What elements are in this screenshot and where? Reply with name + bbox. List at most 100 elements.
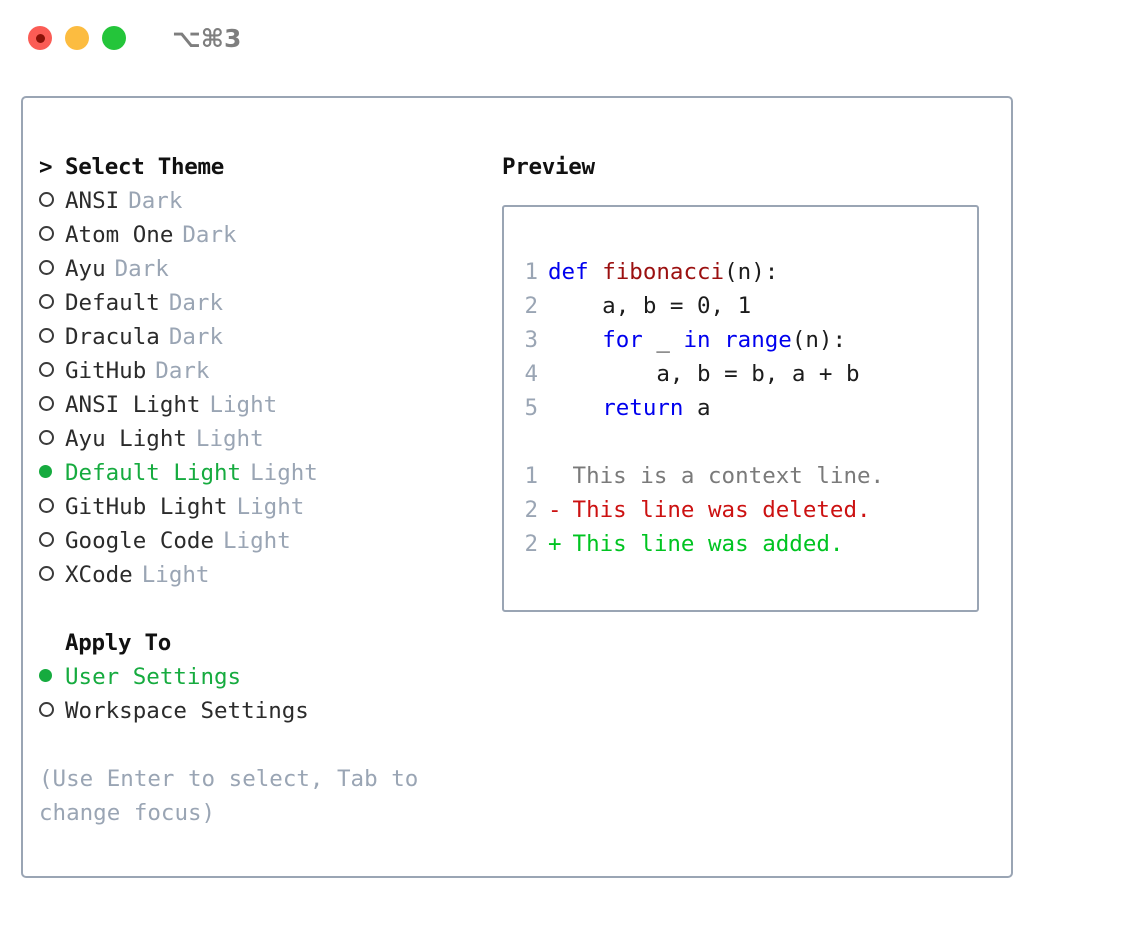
radio-dot	[39, 430, 54, 445]
theme-option-label: Default	[65, 290, 160, 316]
theme-option-label: GitHub Light	[65, 494, 228, 520]
radio-dot	[39, 669, 52, 682]
minimize-button[interactable]	[65, 26, 89, 50]
radio-dot	[39, 260, 54, 275]
code-token: (n):	[791, 327, 847, 353]
diff-sign: +	[548, 531, 562, 557]
radio-dot	[39, 566, 54, 581]
theme-variant-badge: Light	[223, 528, 291, 554]
radio-unselected-icon[interactable]	[39, 286, 65, 320]
radio-unselected-icon[interactable]	[39, 320, 65, 354]
code-token: (n):	[724, 259, 779, 285]
title-bar: ⌥⌘3	[0, 0, 1140, 76]
theme-variant-badge: Dark	[114, 256, 169, 282]
code-token	[548, 327, 602, 353]
theme-variant-badge: Dark	[182, 222, 237, 248]
radio-selected-icon[interactable]	[39, 660, 65, 694]
traffic-light-group	[28, 26, 126, 50]
code-token: def	[548, 259, 589, 285]
theme-variant-badge: Light	[250, 460, 318, 486]
apply-to-option-row[interactable]: Workspace Settings	[39, 694, 499, 728]
radio-dot	[39, 294, 54, 309]
diff-line-number: 2	[524, 497, 538, 523]
theme-option-label: Dracula	[65, 324, 160, 350]
radio-dot	[39, 328, 54, 343]
radio-unselected-icon[interactable]	[39, 558, 65, 592]
diff-sign: -	[548, 497, 562, 523]
radio-dot	[39, 362, 54, 377]
radio-unselected-icon[interactable]	[39, 422, 65, 456]
diff-line: 2- This line was deleted.	[514, 493, 971, 527]
diff-sample: 1 This is a context line.2- This line wa…	[514, 459, 971, 561]
code-line: 3 for _ in range(n):	[514, 323, 971, 357]
code-token: in	[683, 327, 711, 353]
radio-unselected-icon[interactable]	[39, 252, 65, 286]
theme-variant-badge: Dark	[155, 358, 210, 384]
theme-option-label: GitHub	[65, 358, 147, 384]
radio-dot	[39, 396, 54, 411]
code-token	[548, 395, 602, 421]
theme-option-row[interactable]: XCode Light	[39, 558, 499, 592]
keyboard-hint-text: (Use Enter to select, Tab to change focu…	[39, 766, 419, 826]
apply-to-option-row[interactable]: User Settings	[39, 660, 499, 694]
code-line: 5 return a	[514, 391, 971, 425]
diff-text: This line was added.	[559, 531, 844, 557]
code-token: range	[724, 327, 792, 353]
code-token: a	[683, 395, 711, 421]
radio-unselected-icon[interactable]	[39, 524, 65, 558]
code-line-number: 1	[524, 259, 538, 285]
code-line: 2 a, b = 0, 1	[514, 289, 971, 323]
radio-unselected-icon[interactable]	[39, 490, 65, 524]
radio-unselected-icon[interactable]	[39, 354, 65, 388]
theme-option-row[interactable]: GitHub Dark	[39, 354, 499, 388]
theme-option-row[interactable]: Atom One Dark	[39, 218, 499, 252]
diff-text: This line was deleted.	[559, 497, 871, 523]
theme-option-label: XCode	[65, 562, 133, 588]
theme-option-label: ANSI	[65, 188, 120, 214]
preview-heading: Preview	[502, 154, 595, 180]
code-token: a, b = 0, 1	[548, 293, 752, 319]
select-theme-heading: >Select Theme	[39, 150, 499, 184]
close-button[interactable]	[28, 26, 52, 50]
radio-unselected-icon[interactable]	[39, 388, 65, 422]
apply-to-option-label: User Settings	[65, 664, 242, 690]
radio-selected-icon[interactable]	[39, 456, 65, 490]
theme-option-row[interactable]: Google Code Light	[39, 524, 499, 558]
diff-line-number: 2	[524, 531, 538, 557]
theme-variant-badge: Light	[195, 426, 264, 452]
maximize-button[interactable]	[102, 26, 126, 50]
theme-option-label: Atom One	[65, 222, 174, 248]
theme-option-label: Google Code	[65, 528, 215, 554]
diff-line-number: 1	[524, 463, 538, 489]
theme-variant-badge: Light	[141, 562, 210, 588]
code-token	[589, 259, 603, 285]
radio-unselected-icon[interactable]	[39, 218, 65, 252]
code-token: return	[602, 395, 684, 421]
radio-dot	[39, 532, 54, 547]
code-token: _	[642, 327, 684, 353]
code-line-number: 5	[524, 395, 538, 421]
radio-unselected-icon[interactable]	[39, 184, 65, 218]
diff-line: 1 This is a context line.	[514, 459, 971, 493]
theme-option-label: ANSI Light	[65, 392, 201, 418]
radio-dot	[39, 226, 54, 241]
code-line: 4 a, b = b, a + b	[514, 357, 971, 391]
radio-unselected-icon[interactable]	[39, 694, 65, 728]
code-token: for	[602, 327, 643, 353]
